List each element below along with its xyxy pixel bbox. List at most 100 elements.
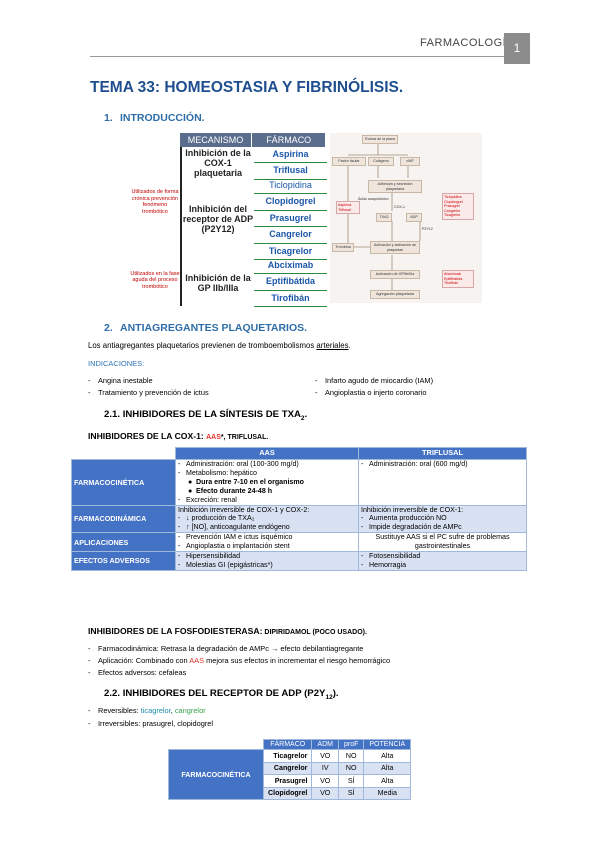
irrev-text: Irreversibles: prasugrel, clopidogrel [98,719,214,728]
p2-header-row: FÁRMACO ADM proF POTENCIA [169,739,412,750]
subsection-end: ). [332,688,339,699]
header-rule [90,56,504,57]
drug-tirofiban: Tirofibán [254,291,327,308]
cox-heading-text: INHIBIDORES DE LA COX-1: [88,431,207,441]
side-note-chronic: Utilizados de forma crónica prevención f… [131,189,179,215]
pde-text: Efectos adversos: cefaleas [98,668,187,677]
section-label: INTRODUCCIÓN. [120,112,205,124]
pde-text: mejora sus efectos in incrementar el rie… [204,656,391,665]
indicacion-item: -Tratamiento y prevención de ictus [88,388,209,397]
triflusal-cell: -Fotosensibilidad -Hemorragia [358,551,527,571]
drug-aspirina: Aspirina [254,147,327,163]
cox-table-header: AAS TRIFLUSAL [72,447,527,460]
aas-cell: -Hipersensibilidad -Molestias GI (epigás… [175,551,359,571]
flow-box: vWF [400,157,420,166]
cell: VO [311,786,339,800]
cell-line: Hipersensibilidad [186,552,241,561]
flow-box: Rotura de la placa [362,135,398,144]
mechanism-table-header: MECANISMO FÁRMACO [130,133,325,147]
indicacion-text: Infarto agudo de miocardio (IAM) [325,376,434,385]
cell-line: ↓ producción de TXA₂ [186,514,255,523]
mech-row-gp: Inhibición de la GP IIb/IIIa Abciximab E… [180,259,327,308]
col-prof: proF [337,739,365,750]
cox-row-aplicaciones: APLICACIONES -Prevención IAM e ictus isq… [71,532,527,553]
indicacion-item: -Infarto agudo de miocardio (IAM) [315,376,434,385]
cangrelor-highlight: cangrelor [174,706,206,715]
subscript: 2 [300,414,305,422]
flow-label: P2Y12 [422,227,433,231]
cell-line: Sustituye AAS si el PC sufre de problema… [375,533,510,551]
col-mecanismo: MECANISMO [179,133,252,147]
cell: Ticagrelor [262,749,313,763]
cell-line: Inhibición irreversible de COX-1: [361,505,464,514]
flow-box: Colágeno [368,157,394,166]
row-label: APLICACIONES [71,532,176,553]
pde-heading: INHIBIDORES DE LA FOSFODIESTERASA: DIPIR… [88,626,367,636]
mech-gp: Inhibición de la GP IIb/IIIa [185,272,251,293]
aas-highlight: AAS [189,656,205,665]
flow-box: Agregación plaquetaria [370,290,420,299]
cox-table: AAS TRIFLUSAL FARMACOCINÉTICA -Administr… [71,447,527,571]
subsection-2-1: 2.1. INHIBIDORES DE LA SÍNTESIS DE TXA2. [104,409,307,422]
cell-line: Aumenta producción NO [369,514,447,523]
drug-eptifibatida: Eptifibátida [254,274,327,291]
cell-line: Dura entre 7-10 en el organismo [196,477,305,486]
subsection-number: 2.1. [104,409,121,420]
col-adm: ADM [311,739,339,750]
cell-line: Impide degradación de AMPc [369,523,462,532]
intro-paragraph: Los antiagregantes plaquetarios previene… [88,341,351,350]
cell: Prasugrel [262,774,313,788]
intro-underlined: arteriales [316,341,349,350]
mech-row-p2y12: Inhibición del receptor de ADP (P2Y12) T… [180,178,327,261]
cell-line: Efecto durante 24-48 h [196,486,273,495]
p2-row: Clopidogrel VO SÍ Media [169,786,412,800]
pde-item: -Efectos adversos: cefaleas [88,668,187,677]
section-label: ANTIAGREGANTES PLAQUETARIOS. [120,322,308,334]
subsection-end: . [304,409,308,420]
subsection-number: 2.2. [104,688,121,699]
aas-cell: Inhibición irreversible de COX-1 y COX-2… [175,504,359,534]
cell-line: Administración: oral (100-300 mg/d) [186,460,299,468]
p2-row: Cangrelor IV NO Alta [169,761,412,775]
cell: Alta [363,761,412,775]
cox-heading-rest: *, TRIFLUSAL. [220,434,269,441]
rev-label: Reversibles: [98,706,141,715]
cell-line: Molestias GI (epigástricas*) [186,560,273,569]
cell: Alta [363,774,412,788]
platelet-flow-diagram: Rotura de la placa Factor tisular Coláge… [330,133,482,303]
cell: NO [337,761,365,775]
pde-heading-text: INHIBIDORES DE LA FOSFODIESTERASA: [88,626,263,636]
indicaciones-label: INDICACIONES: [88,359,145,368]
cell: VO [311,774,339,788]
flow-box: Activación de GPIIb/IIIa [370,270,420,279]
section-number: 1. [104,112,113,124]
cell-line: Angioplastia o implantación stent [186,542,290,551]
indicacion-text: Tratamiento y prevención de ictus [98,388,209,397]
page-title: TEMA 33: HOMEOSTASIA Y FIBRINÓLISIS. [90,79,404,96]
cox-row-efectos-adversos: EFECTOS ADVERSOS -Hipersensibilidad -Mol… [71,551,527,571]
drug-ticlopidina: Ticlopidina [254,178,327,195]
drug-ticagrelor: Ticagrelor [254,244,327,261]
row-label: FARMACODINÁMICA [71,504,176,534]
triflusal-cell: -Administración: oral (600 mg/d) [358,459,527,506]
mechanism-table: MECANISMO FÁRMACO Utilizados de forma cr… [130,133,327,308]
cell: IV [311,761,339,775]
p2y12-reversibles: -Reversibles: ticagrelor, cangrelor [88,706,206,715]
col-farmaco: FÁRMACO [262,739,313,750]
triflusal-cell: Inhibición irreversible de COX-1: -Aumen… [358,504,527,534]
running-header: FARMACOLOGÍA [420,37,515,49]
col-triflusal: TRIFLUSAL [358,447,527,460]
aas-cell: -Prevención IAM e ictus isquémico -Angio… [175,532,359,553]
cell-line: Excreción: renal [186,495,237,504]
cell-line: ↑ [NO], anticoagulante endógeno [186,523,290,532]
cell-line: Inhibición irreversible de COX-1 y COX-2… [178,505,310,514]
flow-box: Activación y activación de plaquetas [370,241,420,255]
cell-line: Administración: oral (600 mg/d) [369,460,468,468]
flow-drug-box: Ticlopidina Clopidogrel Prasugrel Cangre… [442,193,474,220]
col-farmaco: FÁRMACO [252,133,325,147]
subsection-label: INHIBIDORES DE LA SÍNTESIS DE TXA [122,409,301,420]
flow-drug-box: Aspirina Triflusal [336,201,360,214]
intro-text: Los antiagregantes plaquetarios previene… [88,341,317,350]
mech-p2y12: Inhibición del receptor de ADP (P2Y12) [182,204,254,234]
section-number: 2. [104,322,113,334]
